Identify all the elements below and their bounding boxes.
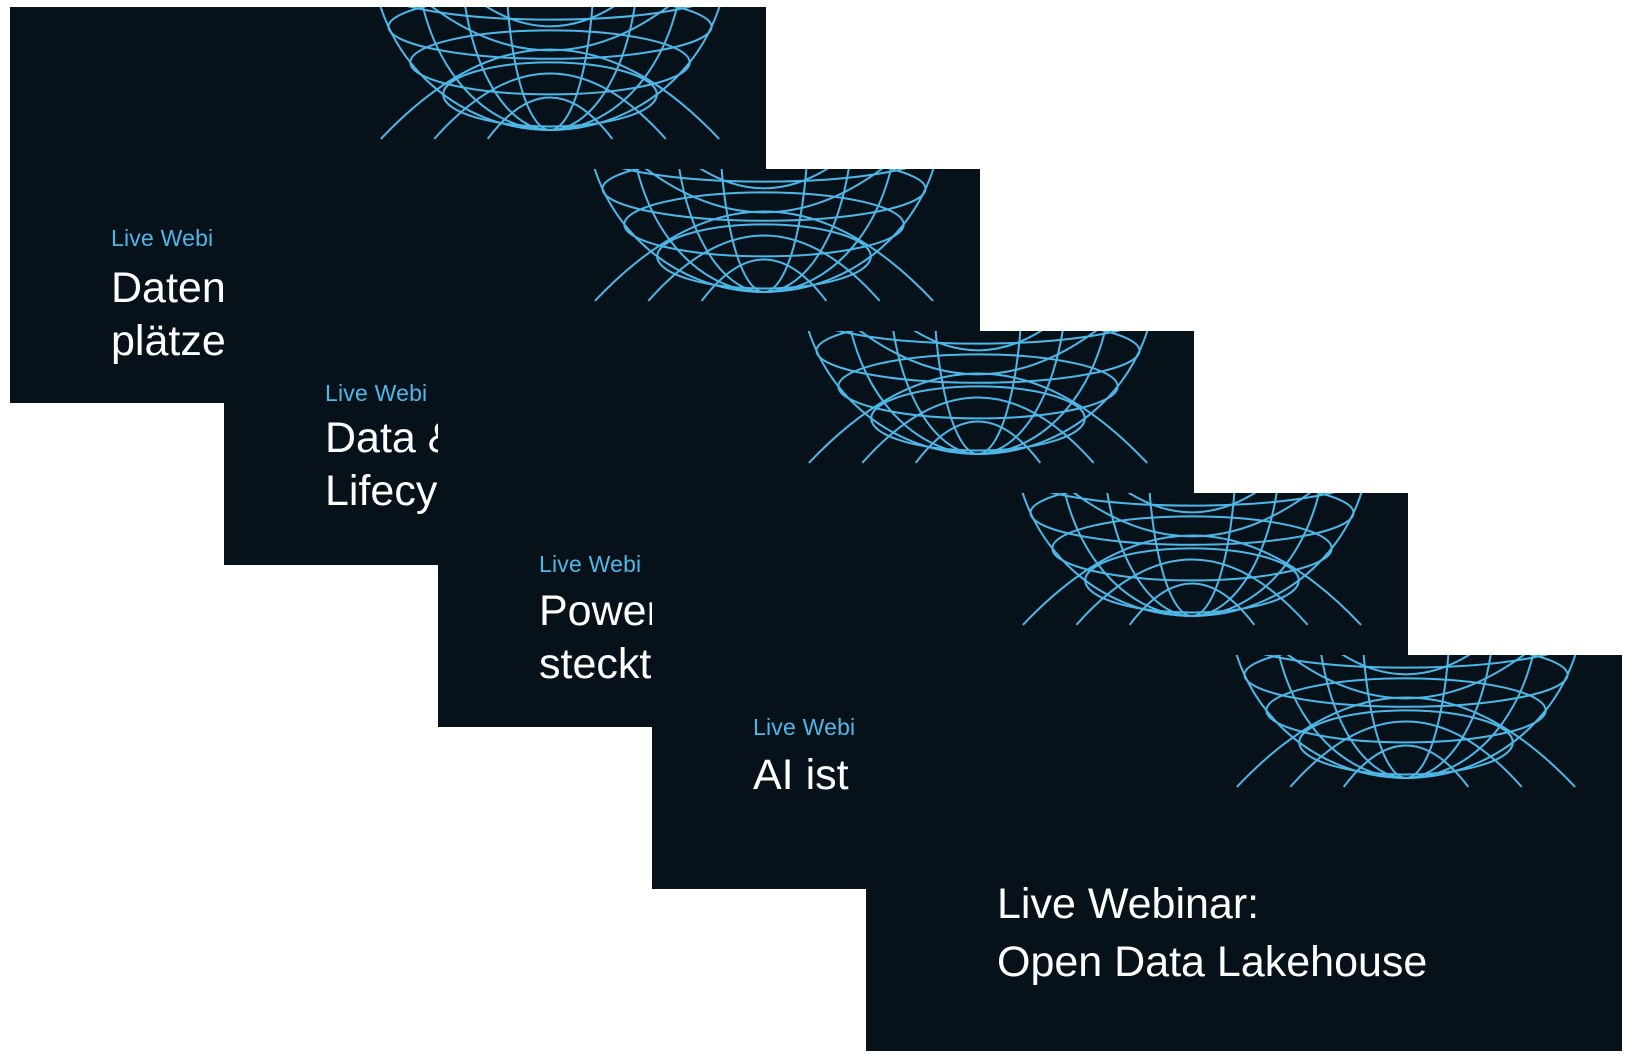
card-subtitle: Live Webi	[111, 225, 214, 251]
card-title: Live Webinar: Open Data Lakehouse	[997, 880, 1428, 986]
card-title: Daten plätze	[111, 264, 226, 365]
card-subtitle: Live Webi	[753, 714, 856, 740]
globe-icon	[379, 7, 721, 140]
card-subtitle: Live Webi	[325, 380, 428, 406]
webinar-card-5[interactable]: Live Webinar: Open Data Lakehouse	[866, 655, 1622, 1051]
globe-icon	[807, 331, 1149, 464]
globe-icon	[1021, 493, 1363, 626]
globe-icon	[1235, 655, 1577, 788]
card-title: Data & Lifecy	[325, 414, 456, 515]
card-title: AI ist	[753, 751, 849, 799]
card-subtitle: Live Webi	[539, 551, 642, 577]
card-title: Power steckt	[539, 587, 661, 688]
globe-icon	[593, 169, 935, 302]
